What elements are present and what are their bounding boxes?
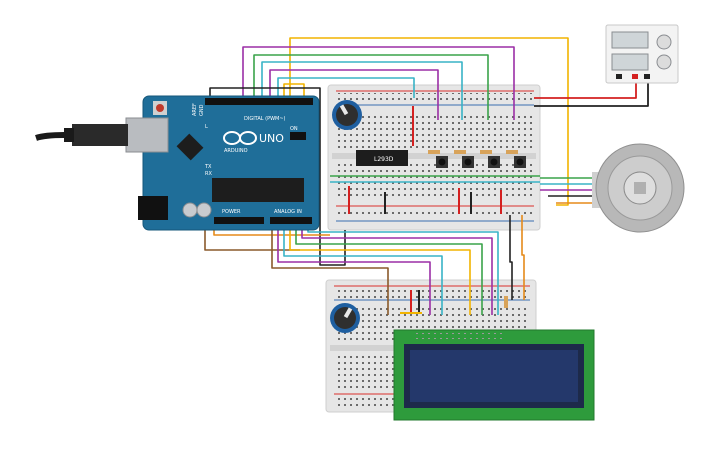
rx-label: RX [205,171,212,177]
arduino-model: UNO [259,132,284,145]
arduino-logo: ARDUINO UNO [223,131,284,154]
aref-label: AREF [192,103,198,116]
push-buttons [436,156,526,168]
lcd-16x2 [393,329,595,421]
analog-label: ANALOG IN [274,209,302,215]
wire-purple-top [242,46,515,120]
l293d-driver [356,150,408,166]
wire-green-top [253,54,489,120]
wire-yellow-top [289,37,569,206]
main-board-components: L293D [332,100,526,214]
tx-label: TX [204,164,212,170]
arduino-brand: ARDUINO [224,148,248,154]
lcd-pins [416,333,506,339]
arduino-uno: ARDUINO UNO DIGITAL (PWM~) POWER ANALOG … [35,95,320,231]
power-header [214,217,264,224]
usb-connector [125,117,169,153]
digital-header [205,98,313,105]
gnd-label: GND [199,104,205,116]
wire-black-gnd [209,87,346,266]
on-label: ON [290,126,298,132]
power-jack [138,196,168,220]
wire-yellow-short [283,83,305,98]
dc-motor-encoder [592,143,685,233]
digital-header-label: DIGITAL (PWM~) [244,116,286,122]
l-label: L [205,124,208,130]
wire-teal-top [261,61,463,120]
lcd-board-components [330,290,508,333]
wires [204,37,649,315]
wire-purple-top-2 [269,69,439,120]
wire-psu-black [534,82,649,107]
driver-chip-label: L293D [374,156,394,163]
wire-psu-red [534,82,637,99]
analog-header [270,217,312,224]
power-label: POWER [222,209,241,215]
atmega-chip [212,178,304,202]
potentiometer-lcd [330,303,360,333]
potentiometer-top [332,100,362,130]
wire-analog-1 [271,222,389,315]
dc-power-supply [605,24,679,84]
resistors [428,150,518,154]
